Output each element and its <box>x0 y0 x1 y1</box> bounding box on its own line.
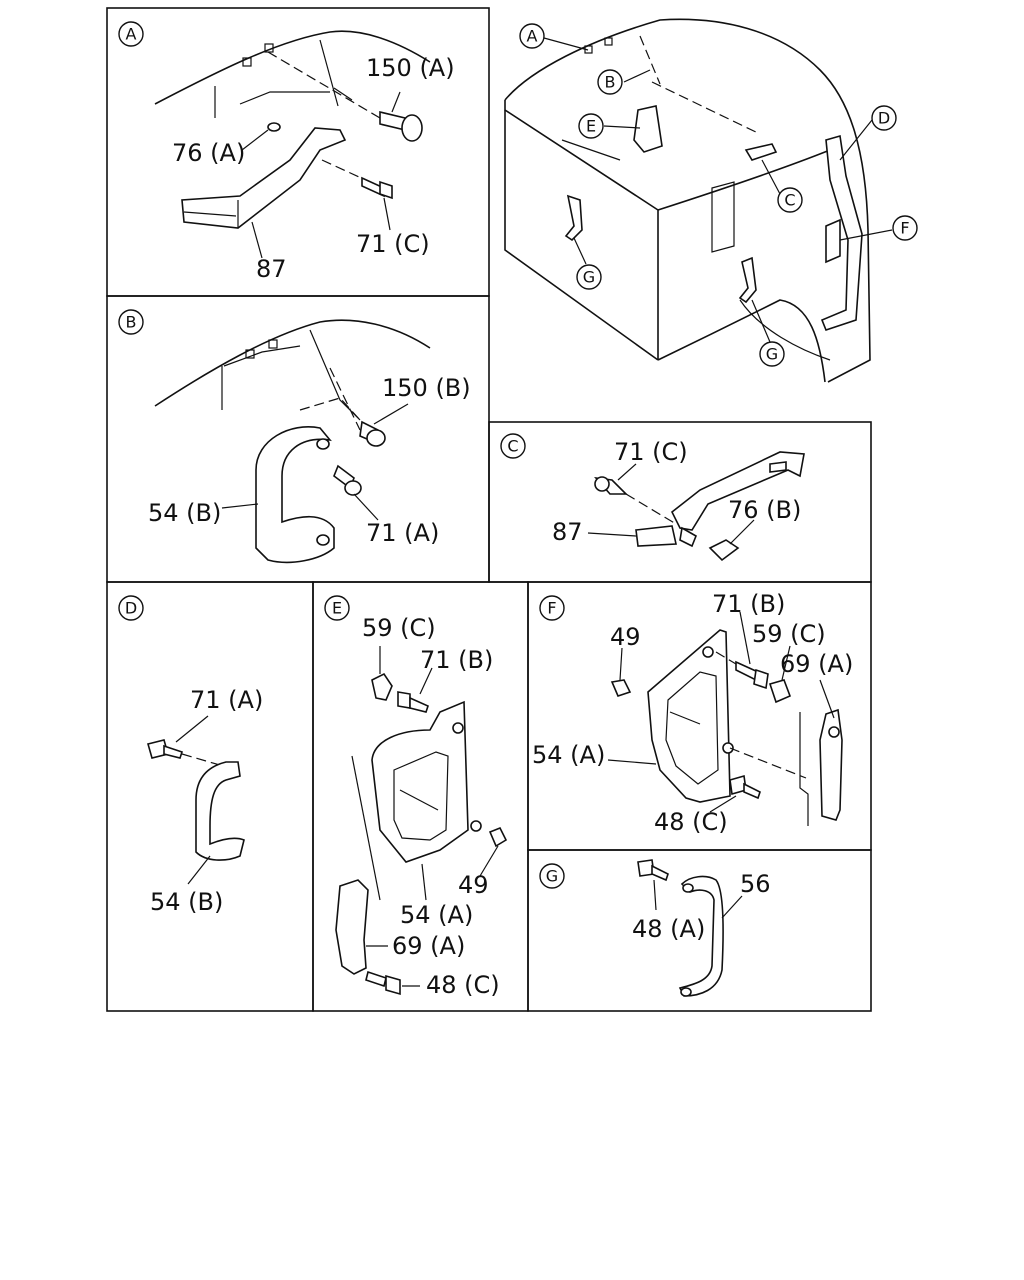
grip-plate-54a-f <box>647 629 734 803</box>
label-71c-c: 71 (C) <box>614 438 688 466</box>
label-150b: 150 (B) <box>382 374 471 402</box>
panel-g: G 48 (A) 56 <box>539 859 771 997</box>
panel-f: F 49 71 (B) 59 ( <box>532 590 853 836</box>
panel-c: C 71 (C) 87 76 (B) <box>500 433 805 562</box>
overview-cab: A B E C D F G G <box>504 18 918 383</box>
bolt-71b-e <box>397 691 429 713</box>
overview-g-handle-left <box>564 194 583 242</box>
panel-e: E 59 (C) 71 (B) 49 <box>324 595 508 999</box>
panel-f-key: F <box>547 599 556 618</box>
panel-a: A 150 (A) 76 (A) <box>118 21 455 283</box>
label-54b: 54 (B) <box>148 499 221 527</box>
bolt-71b-f <box>735 660 769 690</box>
panel-b-key-circle <box>118 309 144 335</box>
bracket-69a-f <box>819 708 843 821</box>
label-71b-e: 71 (B) <box>420 646 493 674</box>
label-59c-e: 59 (C) <box>362 614 436 642</box>
overview-g-handle-right <box>738 256 757 304</box>
label-71a: 71 (A) <box>366 519 439 547</box>
panel-b: B 150 (B) 54 (B) 71 (A) <box>118 309 471 564</box>
label-87-c: 87 <box>552 518 583 546</box>
panel-c-key: C <box>507 437 518 456</box>
bolt-48c-e <box>365 970 401 996</box>
panel-a-key: A <box>126 25 137 44</box>
overview-f-handle <box>820 134 863 331</box>
label-76a: 76 (A) <box>172 139 245 167</box>
overview-callout-d: D <box>878 109 890 128</box>
panel-f-key-circle <box>539 595 565 621</box>
overview-e-handle <box>633 105 663 153</box>
panel-d-key-circle <box>118 595 144 621</box>
panel-g-key-circle <box>539 863 565 889</box>
washer-76b <box>708 539 740 562</box>
panel-frames <box>106 7 872 1012</box>
bolt-71a-d <box>147 739 184 759</box>
grab-bar-56 <box>678 875 724 997</box>
nut-49-f <box>610 679 632 697</box>
panel-d: D 71 (A) 54 (B) <box>118 595 263 916</box>
grip-plate-54a-e <box>371 700 482 863</box>
panel-d-key: D <box>125 599 137 618</box>
label-49-f: 49 <box>610 623 641 651</box>
overview-callout-a: A <box>527 27 538 46</box>
panel-a-roof <box>154 30 431 105</box>
label-54a-e: 54 (A) <box>400 901 473 929</box>
grab-handle-87-c <box>635 451 805 548</box>
label-48c-f: 48 (C) <box>654 808 728 836</box>
panel-e-key-circle <box>324 595 350 621</box>
label-150a: 150 (A) <box>366 54 455 82</box>
label-48a-g: 48 (A) <box>632 915 705 943</box>
overview-callout-e: E <box>586 117 596 136</box>
bolt-71c-c <box>594 476 628 495</box>
overview-c-handle <box>744 143 778 161</box>
clip-150b <box>359 420 386 447</box>
overview-callout-f: F <box>900 219 909 238</box>
panel-a-key-circle <box>118 21 144 47</box>
bracket-69a-e <box>335 879 369 975</box>
bolt-150a <box>379 110 423 142</box>
grip-handle-54b <box>255 426 335 564</box>
panel-g-key: G <box>546 867 558 886</box>
panel-b-key: B <box>126 313 137 332</box>
overview-callout-b: B <box>605 73 616 92</box>
label-48c-e: 48 (C) <box>426 971 500 999</box>
label-71a-d: 71 (A) <box>190 686 263 714</box>
frame-g <box>527 849 872 1012</box>
label-69a-e: 69 (A) <box>392 932 465 960</box>
label-54a-f: 54 (A) <box>532 741 605 769</box>
panel-e-key: E <box>332 599 342 618</box>
bolt-48a-g <box>637 859 669 882</box>
label-69a-f: 69 (A) <box>780 650 853 678</box>
label-71b-f: 71 (B) <box>712 590 785 618</box>
panel-c-key-circle <box>500 433 526 459</box>
label-87: 87 <box>256 255 287 283</box>
clip-59c-e <box>371 672 393 701</box>
label-49-e: 49 <box>458 871 489 899</box>
grip-handle-54b-d <box>195 761 245 861</box>
overview-callout-g-right: G <box>766 345 778 364</box>
label-59c-f: 59 (C) <box>752 620 826 648</box>
grab-handle-87 <box>181 122 347 229</box>
nut-49-e <box>488 826 508 848</box>
bolt-71a-b <box>333 464 362 496</box>
overview-callout-c: C <box>784 191 795 210</box>
clip-59c-f <box>768 679 792 704</box>
label-71c: 71 (C) <box>356 230 430 258</box>
bolt-48c-f <box>729 774 761 800</box>
label-56: 56 <box>740 870 771 898</box>
bolt-71c-a <box>361 176 393 200</box>
label-76b: 76 (B) <box>728 496 801 524</box>
overview-callout-g-left: G <box>583 268 595 287</box>
label-54b-d: 54 (B) <box>150 888 223 916</box>
